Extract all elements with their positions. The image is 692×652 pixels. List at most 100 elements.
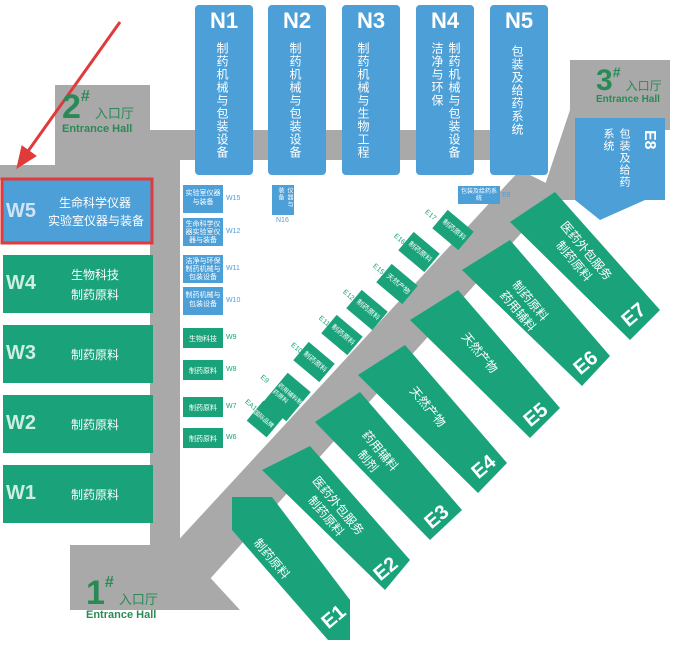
hall-w15-code: W15 xyxy=(226,195,241,202)
hall-w2-code: W2 xyxy=(6,412,36,434)
hall-e6[interactable] xyxy=(462,240,610,386)
hall-e8[interactable] xyxy=(575,118,665,220)
hall-n1[interactable] xyxy=(195,5,253,175)
hall-w8-code: W8 xyxy=(226,366,237,373)
hall-n2-label: 制药机械与包装设备 xyxy=(288,42,302,159)
entrance-2-en: Entrance Hall xyxy=(62,123,133,135)
pointer-arrow xyxy=(16,21,122,170)
hall-w6-label: 制药原料 xyxy=(189,435,217,443)
hall-e15[interactable] xyxy=(376,263,418,305)
hall-n5[interactable] xyxy=(490,5,548,175)
hall-w9-code: W9 xyxy=(226,334,237,341)
entrance-3-number: 3 xyxy=(596,64,613,97)
west-halls xyxy=(3,180,153,523)
hall-w5-label2: 实验室仪器与装备 xyxy=(47,214,144,228)
hall-w8-label: 制药原料 xyxy=(189,367,217,375)
hall-w7[interactable] xyxy=(183,397,223,417)
hall-w4[interactable] xyxy=(3,255,153,313)
hall-w12[interactable] xyxy=(183,218,223,246)
hall-w7-code: W7 xyxy=(226,403,237,410)
entrance-hall-2: 2# 入口厅 Entrance Hall xyxy=(62,88,134,135)
hall-w4-code: W4 xyxy=(6,272,36,294)
corridor-w5-link xyxy=(0,165,180,180)
hall-n3-label: 制药机械与生物工程 xyxy=(356,42,370,159)
entrance-hall-1: 1# 入口厅 Entrance Hall xyxy=(86,574,158,621)
hall-e12[interactable] xyxy=(346,289,388,331)
hall-w3-label1: 制药原料 xyxy=(70,348,119,362)
hall-w15[interactable] xyxy=(183,185,223,213)
small-west-halls xyxy=(183,185,500,448)
entrance-3-en: Entrance Hall xyxy=(596,94,660,105)
hall-e2[interactable] xyxy=(262,446,410,590)
hall-e11[interactable] xyxy=(321,314,363,356)
hall-n4-code: N4 xyxy=(430,8,460,33)
hall-n5-small-code: E6 xyxy=(502,192,511,199)
hall-w15-label: 实验室仪器与装备 xyxy=(185,189,221,206)
hall-e17[interactable] xyxy=(432,209,474,251)
hall-e16[interactable] xyxy=(398,231,440,273)
w5-highlight xyxy=(0,177,154,245)
hall-e8-code: E8 xyxy=(641,130,658,150)
hall-n5-code: N5 xyxy=(504,8,534,33)
hall-n5-small[interactable] xyxy=(458,186,500,204)
hall-e7[interactable] xyxy=(510,192,660,340)
hall-e10[interactable] xyxy=(293,341,335,383)
hall-e8-label: 包装及给药系统 xyxy=(602,128,631,188)
hall-w4-label1: 生物科技 xyxy=(70,268,119,282)
hall-w5-label1: 生命科学仪器 xyxy=(58,196,131,210)
hall-n3-code: N3 xyxy=(356,8,386,33)
hall-e5[interactable] xyxy=(410,290,560,438)
hall-w1-code: W1 xyxy=(6,482,36,504)
entrance-2-mark: # xyxy=(80,88,90,105)
east-halls xyxy=(232,192,660,640)
hall-w5[interactable] xyxy=(3,180,153,242)
hall-n16[interactable] xyxy=(272,185,294,215)
hall-w2[interactable] xyxy=(3,395,153,453)
hall-w1[interactable] xyxy=(3,465,153,523)
hall-n1-code: N1 xyxy=(209,8,239,33)
hall-w10[interactable] xyxy=(183,287,223,315)
hall-w6-code: W6 xyxy=(226,434,237,441)
hall-n4[interactable] xyxy=(416,5,474,175)
hall-ea1[interactable] xyxy=(246,400,284,438)
hall-w8[interactable] xyxy=(183,360,223,380)
hall-n16-code: N16 xyxy=(276,217,289,224)
hall-n3[interactable] xyxy=(342,5,400,175)
hall-w10-code: W10 xyxy=(226,297,241,304)
hall-e9[interactable] xyxy=(263,372,311,422)
entrance-1-cn: 入口厅 xyxy=(118,593,158,608)
corridor-entrance2 xyxy=(55,85,150,165)
hall-n5-label: 包装及给药系统 xyxy=(510,45,524,136)
hall-w10-label: 制药机械与包装设备 xyxy=(185,291,221,308)
hall-e4[interactable] xyxy=(358,345,507,493)
hall-w11[interactable] xyxy=(183,255,223,283)
north-halls xyxy=(195,5,665,220)
hall-n16-label: 实验室仪器与装备 xyxy=(277,187,302,208)
hall-w11-code: W11 xyxy=(226,265,240,272)
entrance-3-cn: 入口厅 xyxy=(625,79,662,93)
hall-n5-small-label: 包装及给药系统 xyxy=(460,188,497,202)
entrance-1-number: 1 xyxy=(86,574,105,612)
corridor-e-spine xyxy=(160,170,560,590)
hall-w3-code: W3 xyxy=(6,342,36,364)
hall-w7-label: 制药原料 xyxy=(189,404,217,412)
hall-w11-label: 洁净与环保制药机械与包装设备 xyxy=(185,257,221,281)
hall-w12-label: 生命科学仪器实验室仪器与装备 xyxy=(185,220,221,244)
hall-e1[interactable] xyxy=(232,497,350,640)
hall-n4-label: 制药机械与包装设备洁净与环保 xyxy=(430,42,461,159)
corridor-entrance1 xyxy=(70,545,240,610)
hall-w6[interactable] xyxy=(183,428,223,448)
hall-n2[interactable] xyxy=(268,5,326,175)
hall-w12-code: W12 xyxy=(226,228,241,235)
hall-w9[interactable] xyxy=(183,328,223,348)
hall-w9-label: 生物科技 xyxy=(189,335,217,343)
hall-w3[interactable] xyxy=(3,325,153,383)
entrance-hall-3: 3# 入口厅 Entrance Hall xyxy=(596,64,662,105)
hall-w1-label1: 制药原料 xyxy=(70,488,119,502)
hall-e3[interactable] xyxy=(315,392,462,540)
corridor-west xyxy=(150,130,180,545)
entrance-1-mark: # xyxy=(104,574,114,591)
hall-w5-code: W5 xyxy=(6,200,36,222)
